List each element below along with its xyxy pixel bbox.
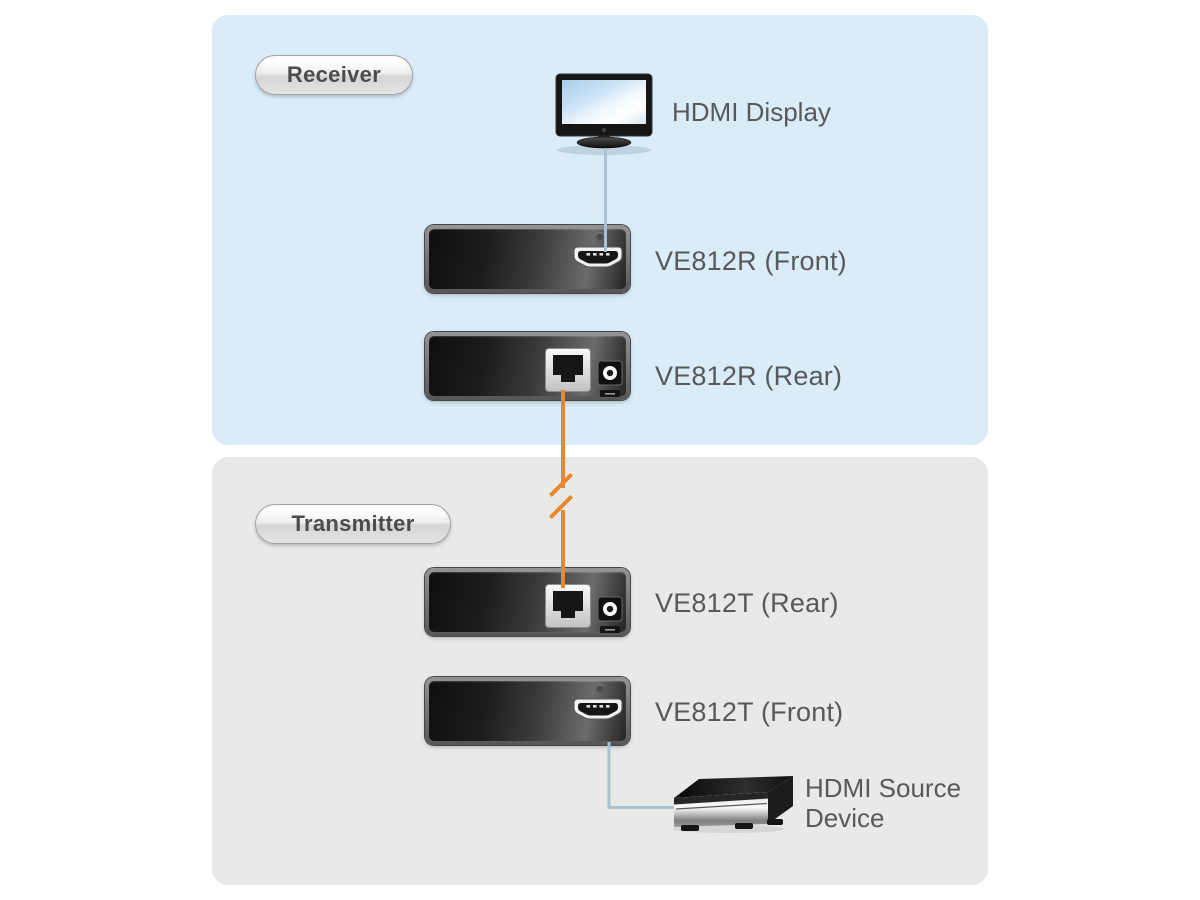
device-ve812r-front [425, 225, 630, 293]
device-ve812r-rear [425, 332, 630, 400]
hdmi-display-label: HDMI Display [672, 97, 831, 127]
ve812t-rear-face [429, 572, 626, 633]
label-ve812t-front: VE812T (Front) [655, 697, 844, 727]
hdmi-source-device-icon [673, 776, 793, 833]
hdmi-source-device-label: HDMI Source Device [805, 773, 961, 833]
power-jack-icon [597, 360, 623, 397]
device-ve812t-front [425, 677, 630, 745]
transmitter-badge: Transmitter [255, 504, 451, 544]
label-ve812t-rear: VE812T (Rear) [655, 588, 839, 618]
hdmi-source-label-line1: HDMI Source [805, 773, 962, 803]
ve812t-front-face [429, 681, 626, 741]
hdmi-port-icon [573, 698, 623, 720]
ve812r-front-face [429, 229, 626, 289]
rj45-port-icon [545, 348, 591, 392]
hdmi-port-icon [573, 246, 623, 268]
transmitter-badge-label: Transmitter [291, 511, 415, 536]
power-led-icon [596, 684, 604, 692]
label-ve812r-front: VE812R (Front) [655, 246, 847, 276]
cat5-cable-lower [561, 510, 565, 588]
label-ve812r-rear: VE812R (Rear) [655, 361, 843, 391]
ve812r-rear-face [429, 336, 626, 397]
rj45-port-icon [545, 584, 591, 628]
power-led-icon [596, 232, 604, 240]
hdmi-display-icon [555, 73, 653, 155]
hdmi-cable-display-to-receiver [604, 148, 607, 252]
power-jack-icon [597, 596, 623, 633]
hdmi-source-label-line2: Device [805, 803, 885, 833]
device-ve812t-rear [425, 568, 630, 636]
hdmi-cable-transmitter-to-source [607, 742, 674, 809]
cat5-cable-upper [561, 390, 565, 488]
receiver-badge: Receiver [255, 55, 413, 95]
receiver-badge-label: Receiver [286, 62, 382, 87]
